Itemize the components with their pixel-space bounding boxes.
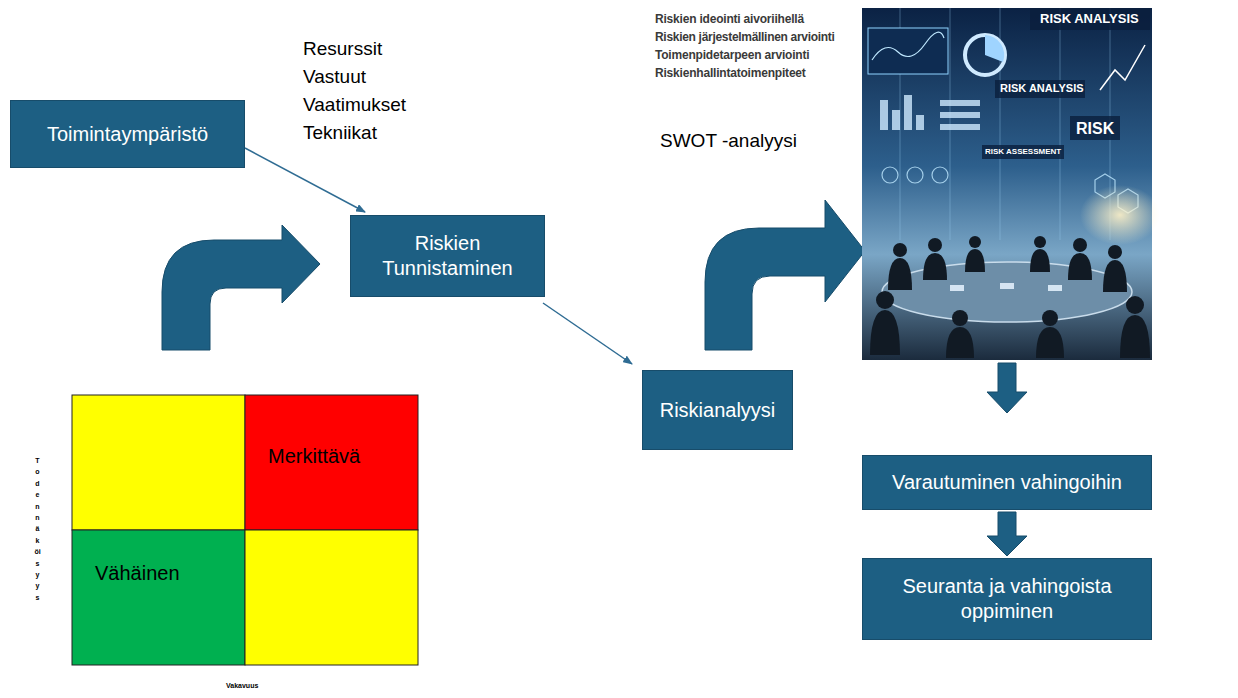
node-text: Toimintaympäristö <box>47 122 208 147</box>
step-note: Riskienhallintatoimenpiteet <box>655 66 806 80</box>
photo-text: RISK ASSESSMENT <box>985 147 1061 157</box>
meeting-photo <box>862 8 1160 360</box>
node-text: Merkittävä <box>268 444 360 469</box>
node-text: Seuranta ja vahingoista oppiminen <box>873 574 1141 624</box>
arrow-line <box>543 303 632 364</box>
photo-text: RISK <box>1076 119 1114 138</box>
process-box: Toimintaympäristö <box>10 100 245 168</box>
node-text: Riskien Tunnistaminen <box>361 231 534 281</box>
down-arrow <box>987 363 1027 413</box>
step-note: Toimenpidetarpeen arviointi <box>655 48 809 62</box>
axis-label: Todennäköisyys <box>34 455 41 603</box>
step-note: Riskien ideointi aivoriihellä <box>655 12 804 26</box>
photo-text: RISK ANALYSIS <box>1040 11 1139 27</box>
process-box: Seuranta ja vahingoista oppiminen <box>862 558 1152 640</box>
bent-arrow <box>162 225 320 350</box>
process-box: Riskianalyysi <box>642 370 793 450</box>
process-box: Varautuminen vahingoihin <box>862 455 1152 510</box>
risk-matrix <box>72 395 418 665</box>
list-item: Vaatimukset <box>303 94 406 117</box>
node-text: Riskianalyysi <box>660 398 776 423</box>
list-item: Tekniikat <box>303 122 377 145</box>
process-box: Riskien Tunnistaminen <box>350 215 545 297</box>
photo-text: RISK ANALYSIS <box>1000 82 1084 95</box>
axis-label: Vakavuus <box>226 682 258 690</box>
list-item: Vastuut <box>303 66 366 89</box>
arrow-line <box>245 148 365 212</box>
list-item: Resurssit <box>303 38 382 61</box>
matrix-cell: Merkittävä <box>245 395 418 530</box>
method-label: SWOT -analyysi <box>660 130 797 153</box>
block-arrow <box>987 512 1027 556</box>
matrix-cell: Vähäinen <box>72 530 245 665</box>
step-note: Riskien järjestelmällinen arviointi <box>655 30 835 44</box>
node-text: Vähäinen <box>95 561 180 586</box>
bent-arrow <box>705 200 865 350</box>
node-text: Varautuminen vahingoihin <box>892 470 1122 495</box>
